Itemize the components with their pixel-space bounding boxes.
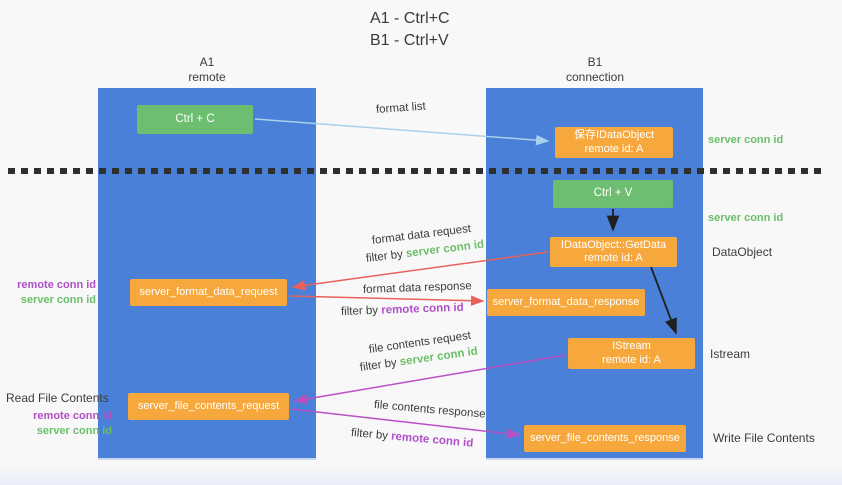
- server-file-contents-request-label: server_file_contents_request: [137, 399, 280, 412]
- ctrl-c-box: Ctrl + C: [137, 105, 253, 134]
- column-a-name: remote: [188, 70, 226, 84]
- server-format-data-request-label: server_format_data_request: [139, 285, 278, 298]
- arrow-file-contents-response: [290, 408, 521, 439]
- server-format-data-response-box: server_format_data_response: [487, 289, 645, 316]
- arrow-format-data-request: [291, 251, 549, 291]
- left-conn-id-labels-format: remote conn id server conn id: [10, 278, 96, 308]
- title-line-2: B1 - Ctrl+V: [370, 31, 449, 49]
- column-b-name: connection: [565, 70, 625, 84]
- idataobject-getdata-box: IDataObject::GetData remote id: A: [550, 237, 677, 267]
- diagram-title: A1 - Ctrl+C B1 - Ctrl+V: [370, 8, 450, 51]
- server-conn-id-label: server conn id: [20, 293, 96, 306]
- read-file-contents-label: Read File Contents: [6, 391, 109, 405]
- column-b-header: B1 connection: [486, 55, 704, 85]
- server-file-contents-response-box: server_file_contents_response: [524, 425, 686, 452]
- remote-conn-id-label: remote conn id: [17, 279, 96, 291]
- server-file-contents-response-label: server_file_contents_response: [530, 431, 680, 444]
- getdata-line1: IDataObject::GetData: [560, 238, 667, 251]
- arrow-getdata-to-istream: [650, 266, 677, 335]
- getdata-line2: remote id: A: [584, 252, 643, 264]
- save-idataobject-line1: 保存IDataObject: [573, 129, 655, 142]
- arrow-format-list: [254, 118, 550, 146]
- remote-conn-id-label: remote conn id: [33, 410, 112, 422]
- left-conn-id-labels-file: remote conn id server conn id: [20, 409, 112, 439]
- ctrl-v-box: Ctrl + V: [553, 180, 673, 208]
- column-b-id: B1: [587, 55, 603, 69]
- arrow-format-data-response: [289, 295, 485, 306]
- server-format-data-request-box: server_format_data_request: [130, 279, 287, 306]
- column-a-id: A1: [199, 55, 215, 69]
- server-conn-id-label: server conn id: [36, 424, 112, 437]
- title-line-1: A1 - Ctrl+C: [370, 10, 450, 27]
- istream-line1: IStream: [612, 340, 651, 353]
- save-idataobject-line2: remote id: A: [584, 142, 644, 155]
- write-file-contents-label: Write File Contents: [713, 431, 815, 445]
- server-conn-id-label-mid: server conn id: [708, 212, 784, 224]
- server-conn-id-label-top: server conn id: [708, 134, 784, 146]
- istream-label: Istream: [710, 347, 751, 361]
- ctrl-c-label: Ctrl + C: [175, 112, 215, 125]
- filter-by-text: filter by: [340, 304, 382, 318]
- bottom-fade: [0, 465, 842, 485]
- dataobject-label: DataObject: [712, 245, 773, 259]
- ctrl-v-label: Ctrl + V: [593, 187, 633, 200]
- istream-line2: remote id: A: [602, 353, 661, 366]
- save-idataobject-box: 保存IDataObject remote id: A: [555, 127, 673, 158]
- istream-box: IStream remote id: A: [568, 338, 695, 369]
- server-format-data-response-label: server_format_data_response: [492, 295, 640, 308]
- arrow-file-contents-request: [293, 354, 567, 405]
- server-file-contents-request-box: server_file_contents_request: [128, 393, 289, 420]
- column-a-header: A1 remote: [98, 55, 316, 85]
